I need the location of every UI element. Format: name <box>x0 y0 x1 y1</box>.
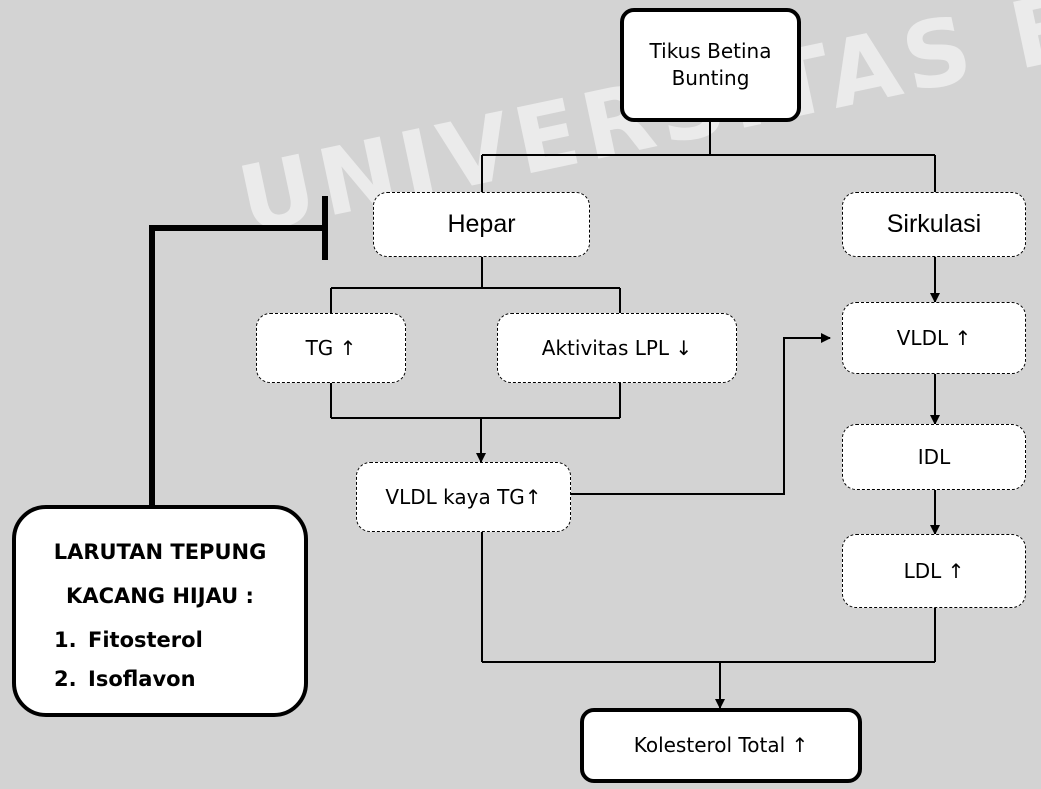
node-kolesterol-label: Kolesterol Total ↑ <box>633 733 809 757</box>
larutan-item-1-number: 1. <box>54 628 77 652</box>
larutan-item-2-number: 2. <box>54 667 77 691</box>
larutan-item-2: Isoflavon <box>88 667 196 691</box>
node-idl: IDL <box>842 424 1026 490</box>
node-hepar-label: Hepar <box>447 209 516 238</box>
node-tikus-betina-bunting: Tikus Betina Bunting <box>620 8 801 122</box>
larutan-item-1: Fitosterol <box>88 628 203 652</box>
node-ldl-label: LDL ↑ <box>903 558 965 583</box>
node-idl-label: IDL <box>917 444 951 469</box>
node-tg: TG ↑ <box>256 313 406 383</box>
node-vldl-label: VLDL ↑ <box>896 325 972 350</box>
larutan-title-line1: LARUTAN TEPUNG <box>53 540 267 564</box>
node-hepar: Hepar <box>373 192 590 257</box>
node-sirkulasi: Sirkulasi <box>842 192 1026 257</box>
larutan-title-line2: KACANG HIJAU : <box>66 584 254 608</box>
node-kolesterol-total: Kolesterol Total ↑ <box>580 708 862 783</box>
node-ldl: LDL ↑ <box>842 534 1026 608</box>
arrow-vldl-tg-to-vldl <box>571 333 831 495</box>
node-aktivitas-lpl: Aktivitas LPL ↓ <box>497 313 737 383</box>
node-tikus-label: Tikus Betina Bunting <box>649 39 772 90</box>
node-vldl-kaya-tg: VLDL kaya TG↑ <box>356 462 571 532</box>
node-lpl-label: Aktivitas LPL ↓ <box>541 335 693 360</box>
larutan-tepung-box: LARUTAN TEPUNG KACANG HIJAU : 1. Fitoste… <box>12 505 308 717</box>
node-vldl: VLDL ↑ <box>842 302 1026 374</box>
node-sirkulasi-label: Sirkulasi <box>886 209 982 238</box>
node-tg-label: TG ↑ <box>305 335 357 360</box>
inhibition-line <box>149 225 325 512</box>
node-vldl-tg-label: VLDL kaya TG↑ <box>385 484 542 509</box>
